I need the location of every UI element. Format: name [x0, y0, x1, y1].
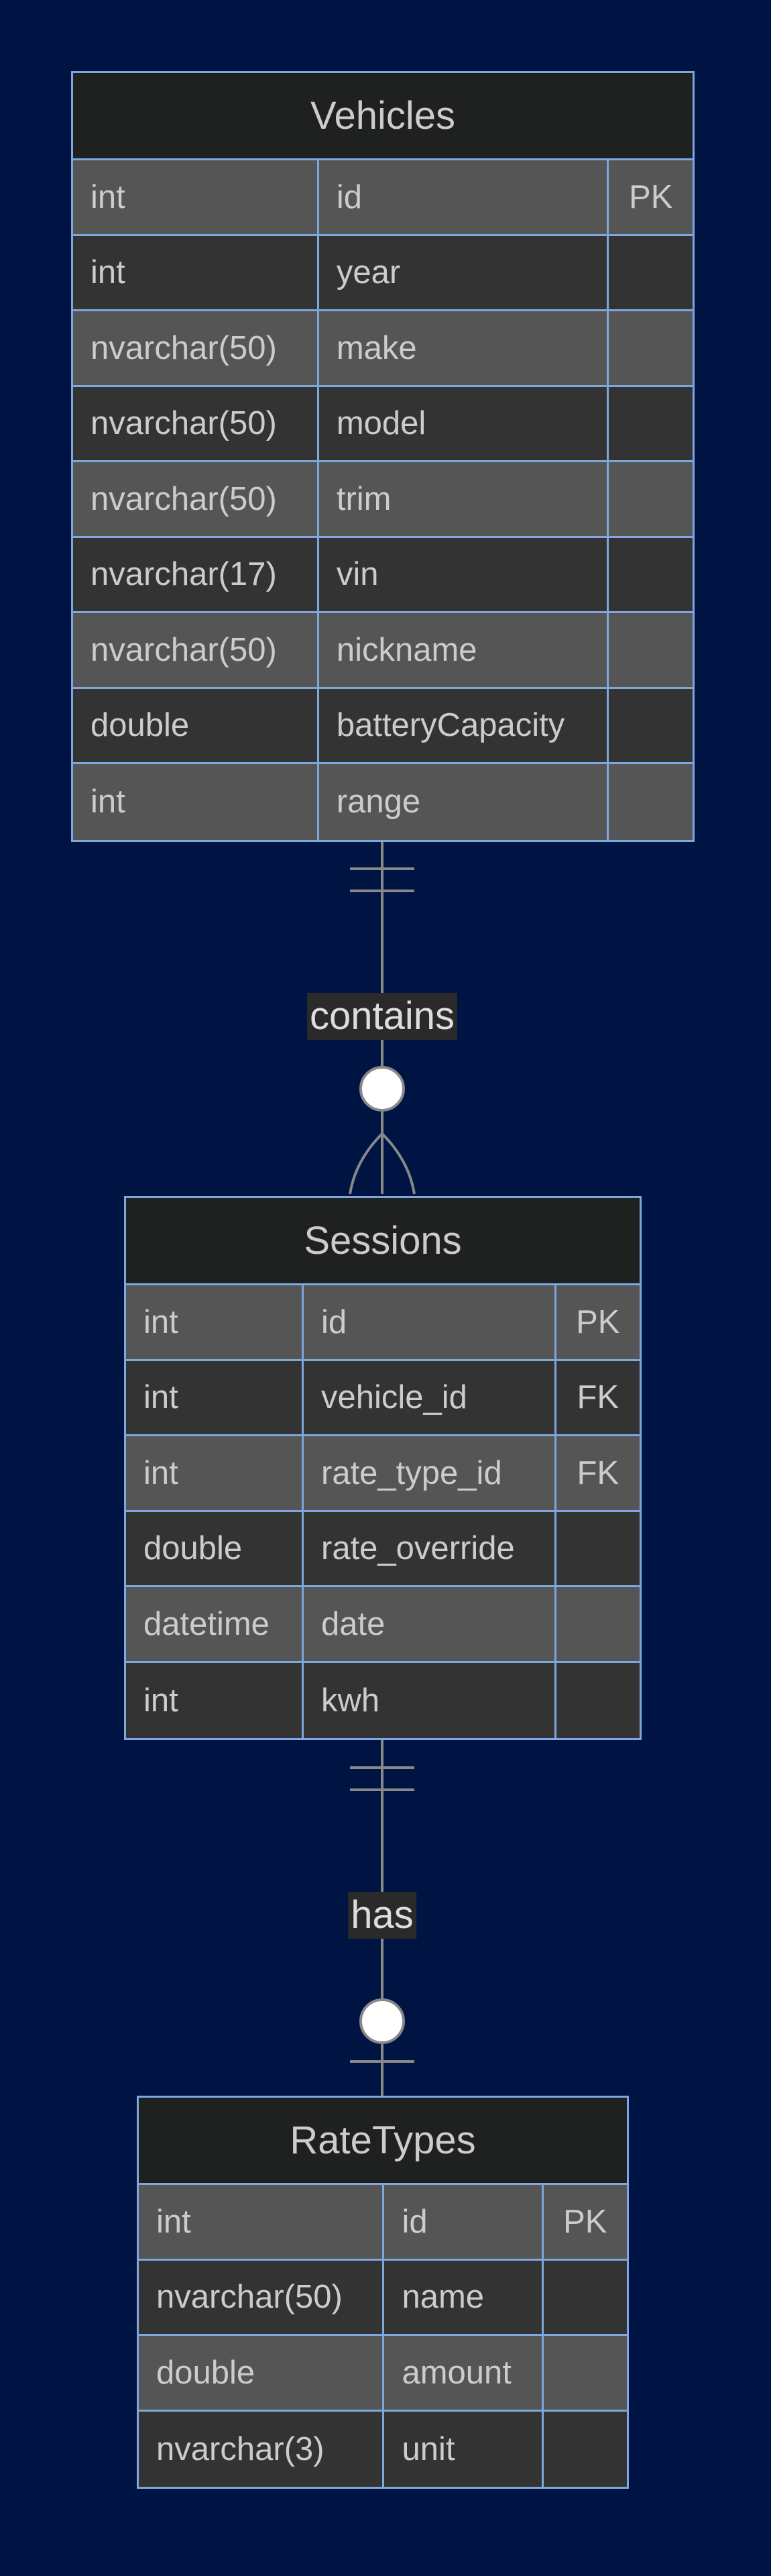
attribute-key — [609, 689, 693, 763]
attribute-key: PK — [563, 2203, 607, 2240]
zero-marker — [359, 1066, 405, 1112]
attribute-name: unit — [384, 2411, 544, 2487]
attribute-key — [609, 613, 693, 687]
many-marker — [349, 1132, 383, 1195]
attribute-key — [609, 538, 693, 612]
attribute-type: int — [139, 2185, 385, 2259]
attribute-type: double — [126, 1511, 304, 1585]
attribute-row[interactable]: nvarchar(50)trim — [73, 462, 693, 538]
attribute-type: nvarchar(3) — [139, 2411, 385, 2487]
attribute-name: trim — [319, 462, 609, 536]
attribute-name: rate_type_id — [304, 1436, 556, 1510]
attribute-row[interactable]: nvarchar(50)name — [139, 2260, 627, 2336]
attribute-type: int — [126, 1662, 304, 1738]
attribute-row[interactable]: nvarchar(50)model — [73, 386, 693, 462]
attribute-name: date — [304, 1587, 556, 1661]
attribute-name: nickname — [319, 613, 609, 687]
attribute-key — [609, 236, 693, 310]
attribute-name: batteryCapacity — [319, 688, 609, 762]
attribute-type: nvarchar(50) — [73, 613, 319, 687]
attribute-key — [609, 462, 693, 536]
zero-marker — [359, 1998, 405, 2044]
attribute-key — [556, 1587, 640, 1661]
attribute-name: kwh — [304, 1662, 556, 1738]
attribute-type: nvarchar(50) — [73, 462, 319, 536]
entity-title: Sessions — [126, 1198, 640, 1285]
attribute-key — [556, 1512, 640, 1586]
attribute-name: rate_override — [304, 1511, 556, 1585]
attribute-key: FK — [577, 1454, 619, 1491]
attribute-row[interactable]: nvarchar(17)vin — [73, 537, 693, 613]
attribute-type: int — [126, 1360, 304, 1434]
attribute-key — [556, 1663, 640, 1739]
attribute-name: name — [384, 2260, 544, 2334]
attribute-type: int — [73, 764, 319, 840]
attribute-name: vehicle_id — [304, 1360, 556, 1434]
attribute-name: year — [319, 235, 609, 309]
relationship-label-has: has — [348, 1892, 416, 1939]
attribute-type: int — [126, 1436, 304, 1510]
attribute-type: int — [73, 235, 319, 309]
attribute-key — [544, 2412, 627, 2487]
relationship-label-contains: contains — [306, 993, 458, 1040]
attribute-row[interactable]: nvarchar(3)unit — [139, 2411, 627, 2487]
attribute-row[interactable]: nvarchar(50)nickname — [73, 613, 693, 689]
entity-title: Vehicles — [73, 73, 693, 160]
attribute-name: vin — [319, 537, 609, 611]
attribute-name: range — [319, 764, 609, 840]
attribute-type: nvarchar(50) — [139, 2260, 385, 2334]
attribute-name: id — [304, 1285, 556, 1359]
attribute-name: model — [319, 386, 609, 460]
attribute-type: nvarchar(17) — [73, 537, 319, 611]
attribute-row[interactable]: nvarchar(50)make — [73, 311, 693, 387]
attribute-key: FK — [577, 1379, 619, 1416]
attribute-type: nvarchar(50) — [73, 386, 319, 460]
attribute-name: id — [384, 2185, 544, 2259]
attribute-name: amount — [384, 2336, 544, 2410]
attribute-key — [544, 2261, 627, 2334]
entity-title: RateTypes — [139, 2098, 627, 2185]
attribute-key — [609, 764, 693, 840]
attribute-name: make — [319, 311, 609, 385]
attribute-type: nvarchar(50) — [73, 311, 319, 385]
attribute-type: double — [73, 688, 319, 762]
attribute-key — [609, 311, 693, 385]
attribute-type: int — [73, 160, 319, 234]
attribute-key: PK — [629, 178, 673, 215]
attribute-key — [544, 2336, 627, 2410]
attribute-type: int — [126, 1285, 304, 1359]
attribute-key — [609, 387, 693, 461]
attribute-name: id — [319, 160, 609, 234]
attribute-type: double — [139, 2336, 385, 2410]
attribute-type: datetime — [126, 1587, 304, 1661]
attribute-key: PK — [576, 1303, 620, 1340]
many-marker — [381, 1132, 416, 1195]
